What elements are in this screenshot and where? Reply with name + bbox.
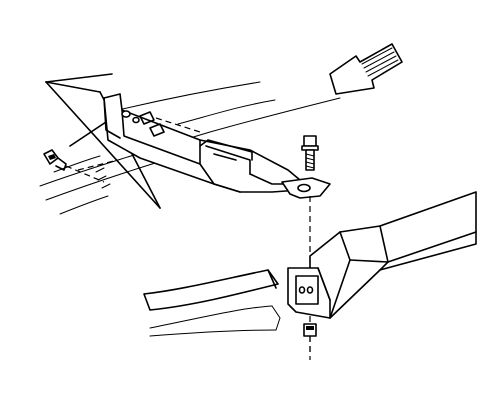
direction-arrow-icon [329,43,403,95]
crossmember [103,93,301,193]
upper-bolt [301,135,319,171]
bracket [281,177,331,199]
upper-body-panel [39,81,341,215]
lower-nut [303,323,317,356]
frame-rail [287,191,477,319]
side-bolt [77,111,201,171]
left-bolt [43,149,111,189]
lower-body-panel [143,269,281,337]
